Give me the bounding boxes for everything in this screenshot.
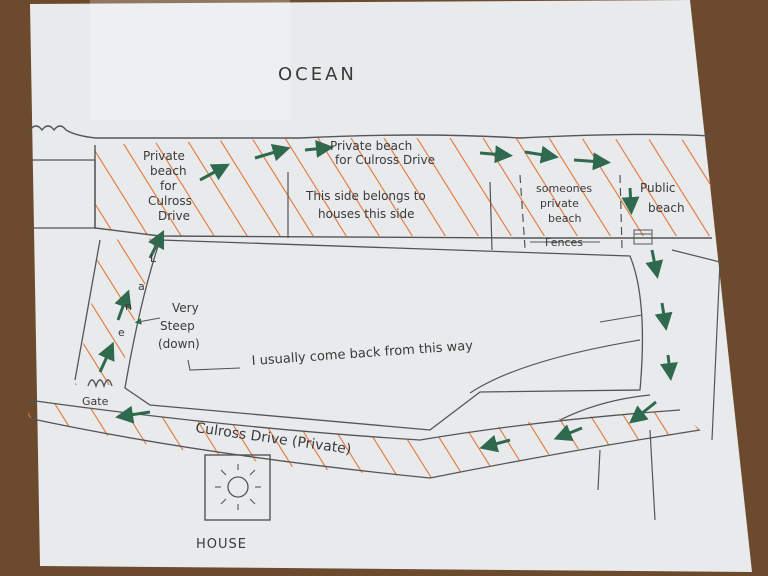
- road-edge-top: [27, 399, 681, 441]
- route-arrow: [254, 143, 291, 162]
- beach-stairs: [633, 229, 653, 245]
- route-arrow: [304, 139, 334, 158]
- light-patch: [90, 0, 290, 120]
- someones-line2: private: [540, 197, 579, 210]
- house-label: HOUSE: [196, 537, 247, 552]
- bracket-2: [489, 181, 493, 251]
- shoreline: [29, 125, 713, 139]
- gate-label: Gate: [82, 395, 109, 408]
- route-arrow: [621, 187, 640, 215]
- lane-edge-left: [74, 239, 101, 381]
- route-arrow: [199, 163, 230, 182]
- ocean-label: OCEAN: [278, 64, 357, 85]
- private-beach-left-line4: Culross: [148, 194, 192, 208]
- route-arrow: [573, 152, 611, 171]
- lane-letter: e: [118, 326, 125, 339]
- fences-label: Fences: [545, 236, 583, 249]
- private-beach-top-line1: Private beach: [330, 139, 412, 153]
- route-arrow: [115, 405, 151, 424]
- public-line1: Public: [640, 181, 676, 195]
- route-arrow: [114, 289, 132, 321]
- this-side-line2: houses this side: [318, 207, 415, 221]
- private-beach-left-line1: Private: [143, 149, 185, 163]
- houses-block: [124, 239, 644, 431]
- route-arrow: [524, 145, 559, 164]
- route-arrow: [654, 302, 673, 331]
- someones-line3: beach: [548, 212, 582, 225]
- steep-pointer: [134, 317, 161, 325]
- come-back-pointer-right: [599, 314, 643, 323]
- left-cliff: [30, 159, 96, 229]
- private-beach-top-line2: for Culross Drive: [335, 153, 435, 167]
- gate-symbol: [87, 379, 113, 389]
- route-arrow: [628, 400, 657, 424]
- come-back-pointer: [187, 359, 241, 371]
- route-arrow: [479, 145, 513, 164]
- very-steep-line3: (down): [158, 337, 200, 351]
- route-arrows: [98, 139, 678, 453]
- lane-letter: n: [125, 300, 132, 313]
- private-beach-left-line5: Drive: [158, 209, 190, 223]
- very-steep-line1: Very: [172, 301, 199, 315]
- right-road-edge: [671, 249, 721, 441]
- side-street: [597, 429, 656, 521]
- route-arrow: [660, 354, 678, 381]
- lane-letter: a: [138, 280, 145, 293]
- route-arrow: [98, 341, 115, 373]
- road-edge-bottom: [27, 417, 701, 479]
- route-arrow: [147, 229, 165, 259]
- private-beach-left-line2: beach: [150, 164, 187, 178]
- public-line2: beach: [648, 201, 685, 215]
- route-arrow: [479, 434, 511, 453]
- someones-line1: someones: [536, 182, 592, 195]
- lane-letter: L: [150, 252, 157, 265]
- very-steep-line2: Steep: [160, 319, 195, 333]
- connector-road: [469, 339, 641, 394]
- route-arrow: [645, 249, 664, 279]
- private-beach-left-line3: for: [160, 179, 177, 193]
- this-side-line1: This side belongs to: [305, 189, 426, 203]
- sun-icon: [227, 476, 249, 498]
- connector-road-2: [559, 394, 651, 421]
- route-arrow: [553, 424, 583, 442]
- house-drawing: [204, 454, 271, 521]
